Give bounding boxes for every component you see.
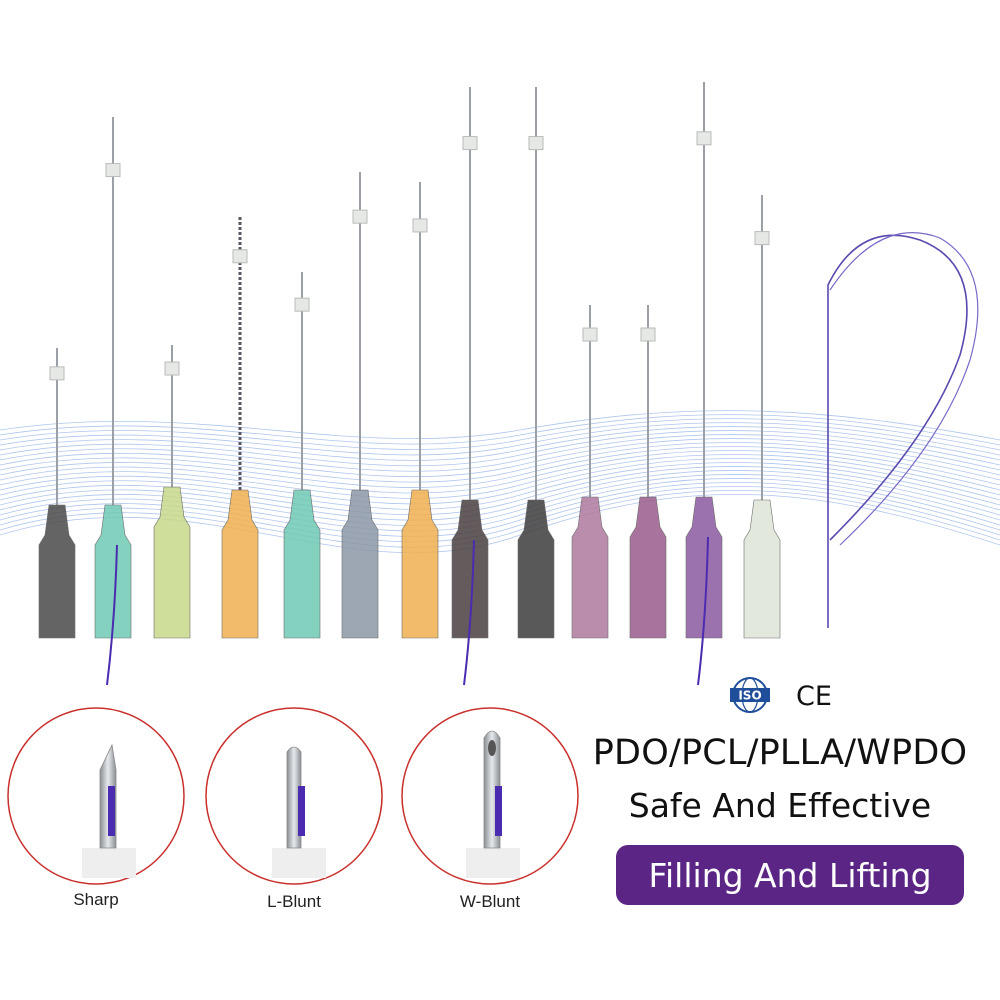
wave-line: [0, 450, 1000, 494]
certification-logos: ISO CE: [728, 675, 848, 715]
tip-detail-sharp: [7, 707, 185, 885]
wave-line: [0, 458, 1000, 505]
tip-label-l-blunt: L-Blunt: [267, 892, 321, 911]
thread-segment: [298, 786, 305, 836]
wave-line: [0, 442, 1000, 483]
iso-text: ISO: [738, 689, 761, 703]
materials-headline: PDO/PCL/PLLA/WPDO: [592, 733, 968, 773]
ce-mark-icon: CE: [796, 681, 832, 712]
thread-needle: [571, 305, 609, 639]
tip-detail-w-blunt: [401, 707, 579, 885]
wave-line: [0, 430, 1000, 467]
wave-line: [0, 422, 1000, 456]
wave-line: [0, 414, 1000, 446]
wave-line: [0, 410, 1000, 441]
thread-needle: [341, 172, 379, 639]
tip-label-sharp: Sharp: [73, 890, 119, 909]
wave-lines-background: [0, 410, 1000, 554]
thread-needle: [221, 217, 259, 639]
thread-needle: [153, 345, 191, 639]
wave-line: [0, 446, 1000, 488]
claim-headline: Safe And Effective: [628, 786, 932, 825]
usage-banner: Filling And Lifting: [616, 845, 964, 905]
thread-needle: [38, 348, 76, 639]
iso-logo-icon: ISO: [730, 677, 770, 713]
wave-line: [0, 454, 1000, 499]
tip-detail-l-blunt: [205, 707, 383, 885]
thread-segment: [108, 786, 115, 836]
thread-needle: [283, 272, 321, 639]
hub-block: [272, 848, 326, 878]
thread-needle: [685, 82, 723, 686]
wave-line: [0, 418, 1000, 451]
l-blunt-tip-shape: [286, 746, 302, 849]
tip-opening: [488, 740, 496, 756]
hub-block: [82, 848, 136, 878]
hub-block: [466, 848, 520, 878]
looped-thread: [827, 234, 968, 628]
needle-row: [38, 82, 979, 686]
wave-line: [0, 494, 1000, 554]
thread-needle: [451, 87, 489, 686]
wave-line: [0, 434, 1000, 472]
thread-needle: [517, 87, 555, 639]
thread-segment: [495, 786, 502, 836]
tip-label-w-blunt: W-Blunt: [459, 892, 521, 911]
thread-needle: [629, 305, 667, 639]
thread-needle: [743, 195, 781, 639]
wave-line: [0, 462, 1000, 510]
thread-needle: [94, 117, 132, 686]
wave-line: [0, 426, 1000, 461]
wave-line: [0, 438, 1000, 478]
thread-needle: [401, 182, 439, 639]
